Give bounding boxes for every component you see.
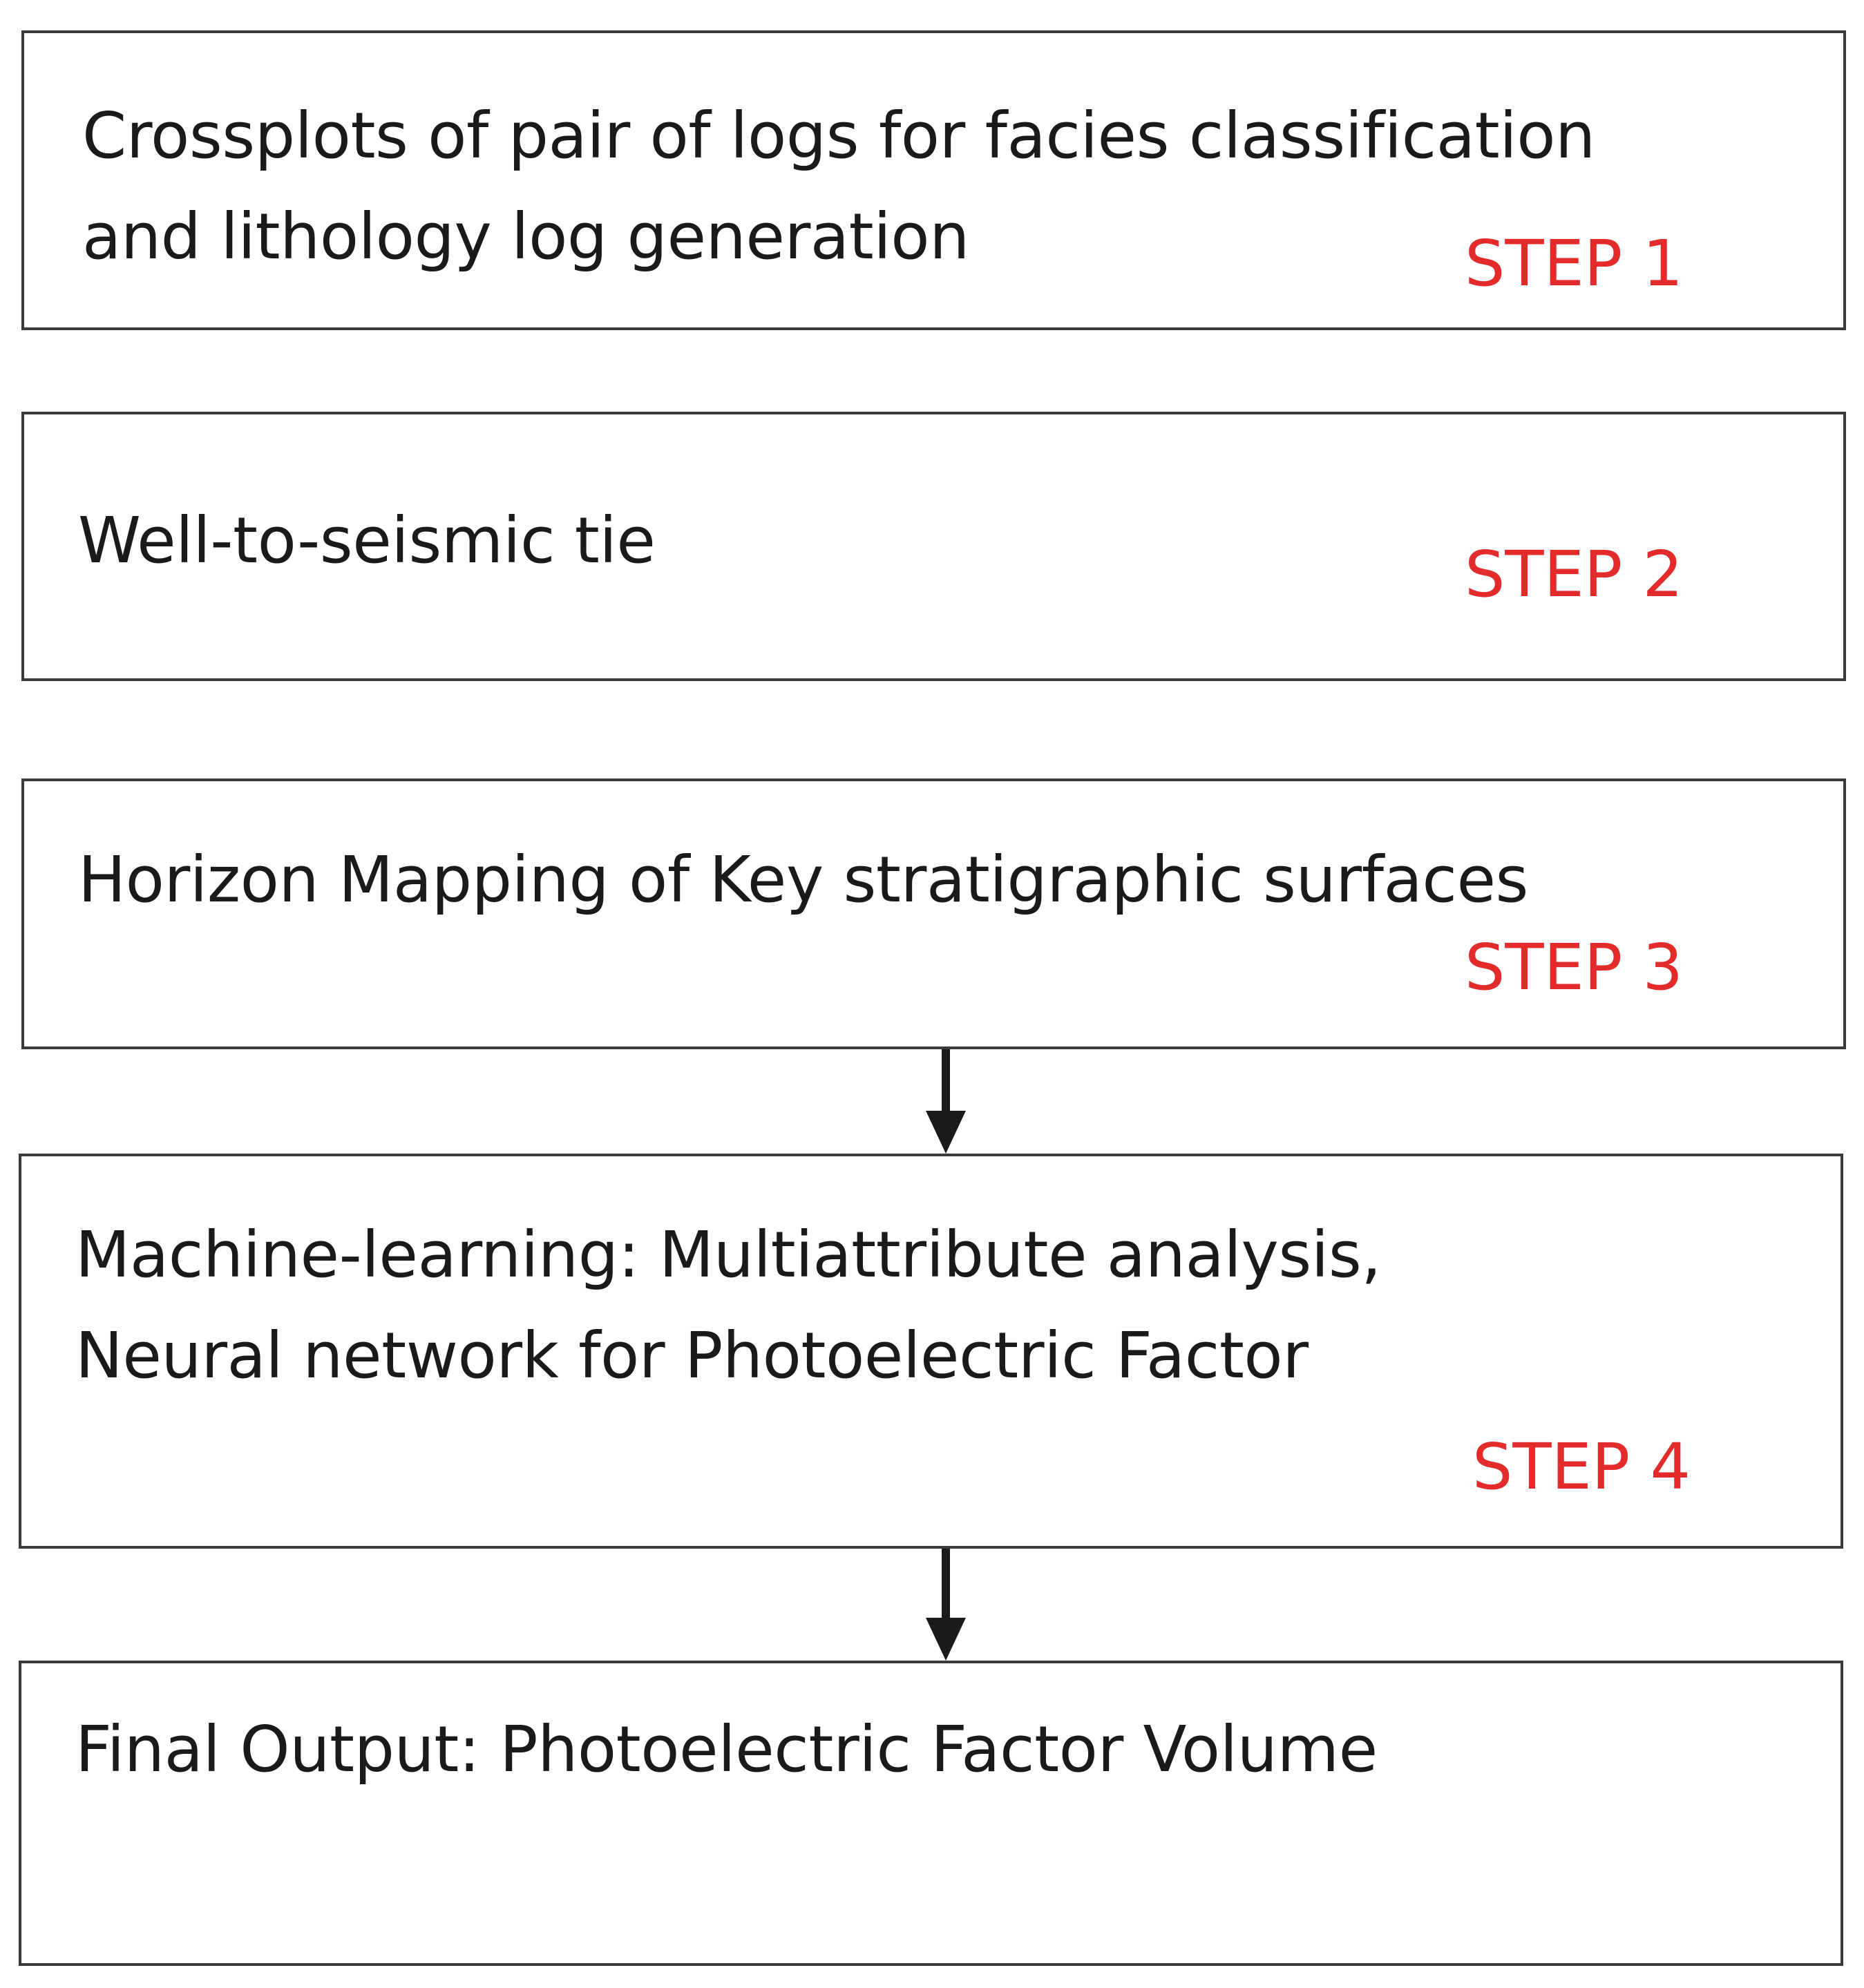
step-4-label: STEP 4 (1472, 1430, 1691, 1504)
step-1-label: STEP 1 (1465, 227, 1683, 300)
final-output-box: Final Output: Photoelectric Factor Volum… (19, 1661, 1843, 1966)
step-3-box: Horizon Mapping of Key stratigraphic sur… (21, 778, 1846, 1049)
step-3-label: STEP 3 (1465, 930, 1683, 1004)
step-2-box: Well-to-seismic tie STEP 2 (21, 412, 1846, 681)
step-4-text-line-1: Machine-learning: Multiattribute analysi… (75, 1218, 1382, 1292)
step-2-label: STEP 2 (1465, 537, 1683, 611)
step-4-box: Machine-learning: Multiattribute analysi… (19, 1154, 1843, 1549)
step-1-box: Crossplots of pair of logs for facies cl… (21, 30, 1846, 330)
step-2-text-line-1: Well-to-seismic tie (78, 504, 656, 577)
arrow-step-4-to-final (926, 1549, 966, 1661)
step-1-text-line-2: and lithology log generation (82, 200, 969, 274)
step-4-text-line-2: Neural network for Photoelectric Factor (75, 1319, 1309, 1393)
final-output-text: Final Output: Photoelectric Factor Volum… (75, 1712, 1378, 1786)
step-1-text-line-1: Crossplots of pair of logs for facies cl… (82, 99, 1595, 173)
step-3-text-line-1: Horizon Mapping of Key stratigraphic sur… (78, 843, 1528, 917)
arrow-step-3-to-step-4 (926, 1049, 966, 1154)
